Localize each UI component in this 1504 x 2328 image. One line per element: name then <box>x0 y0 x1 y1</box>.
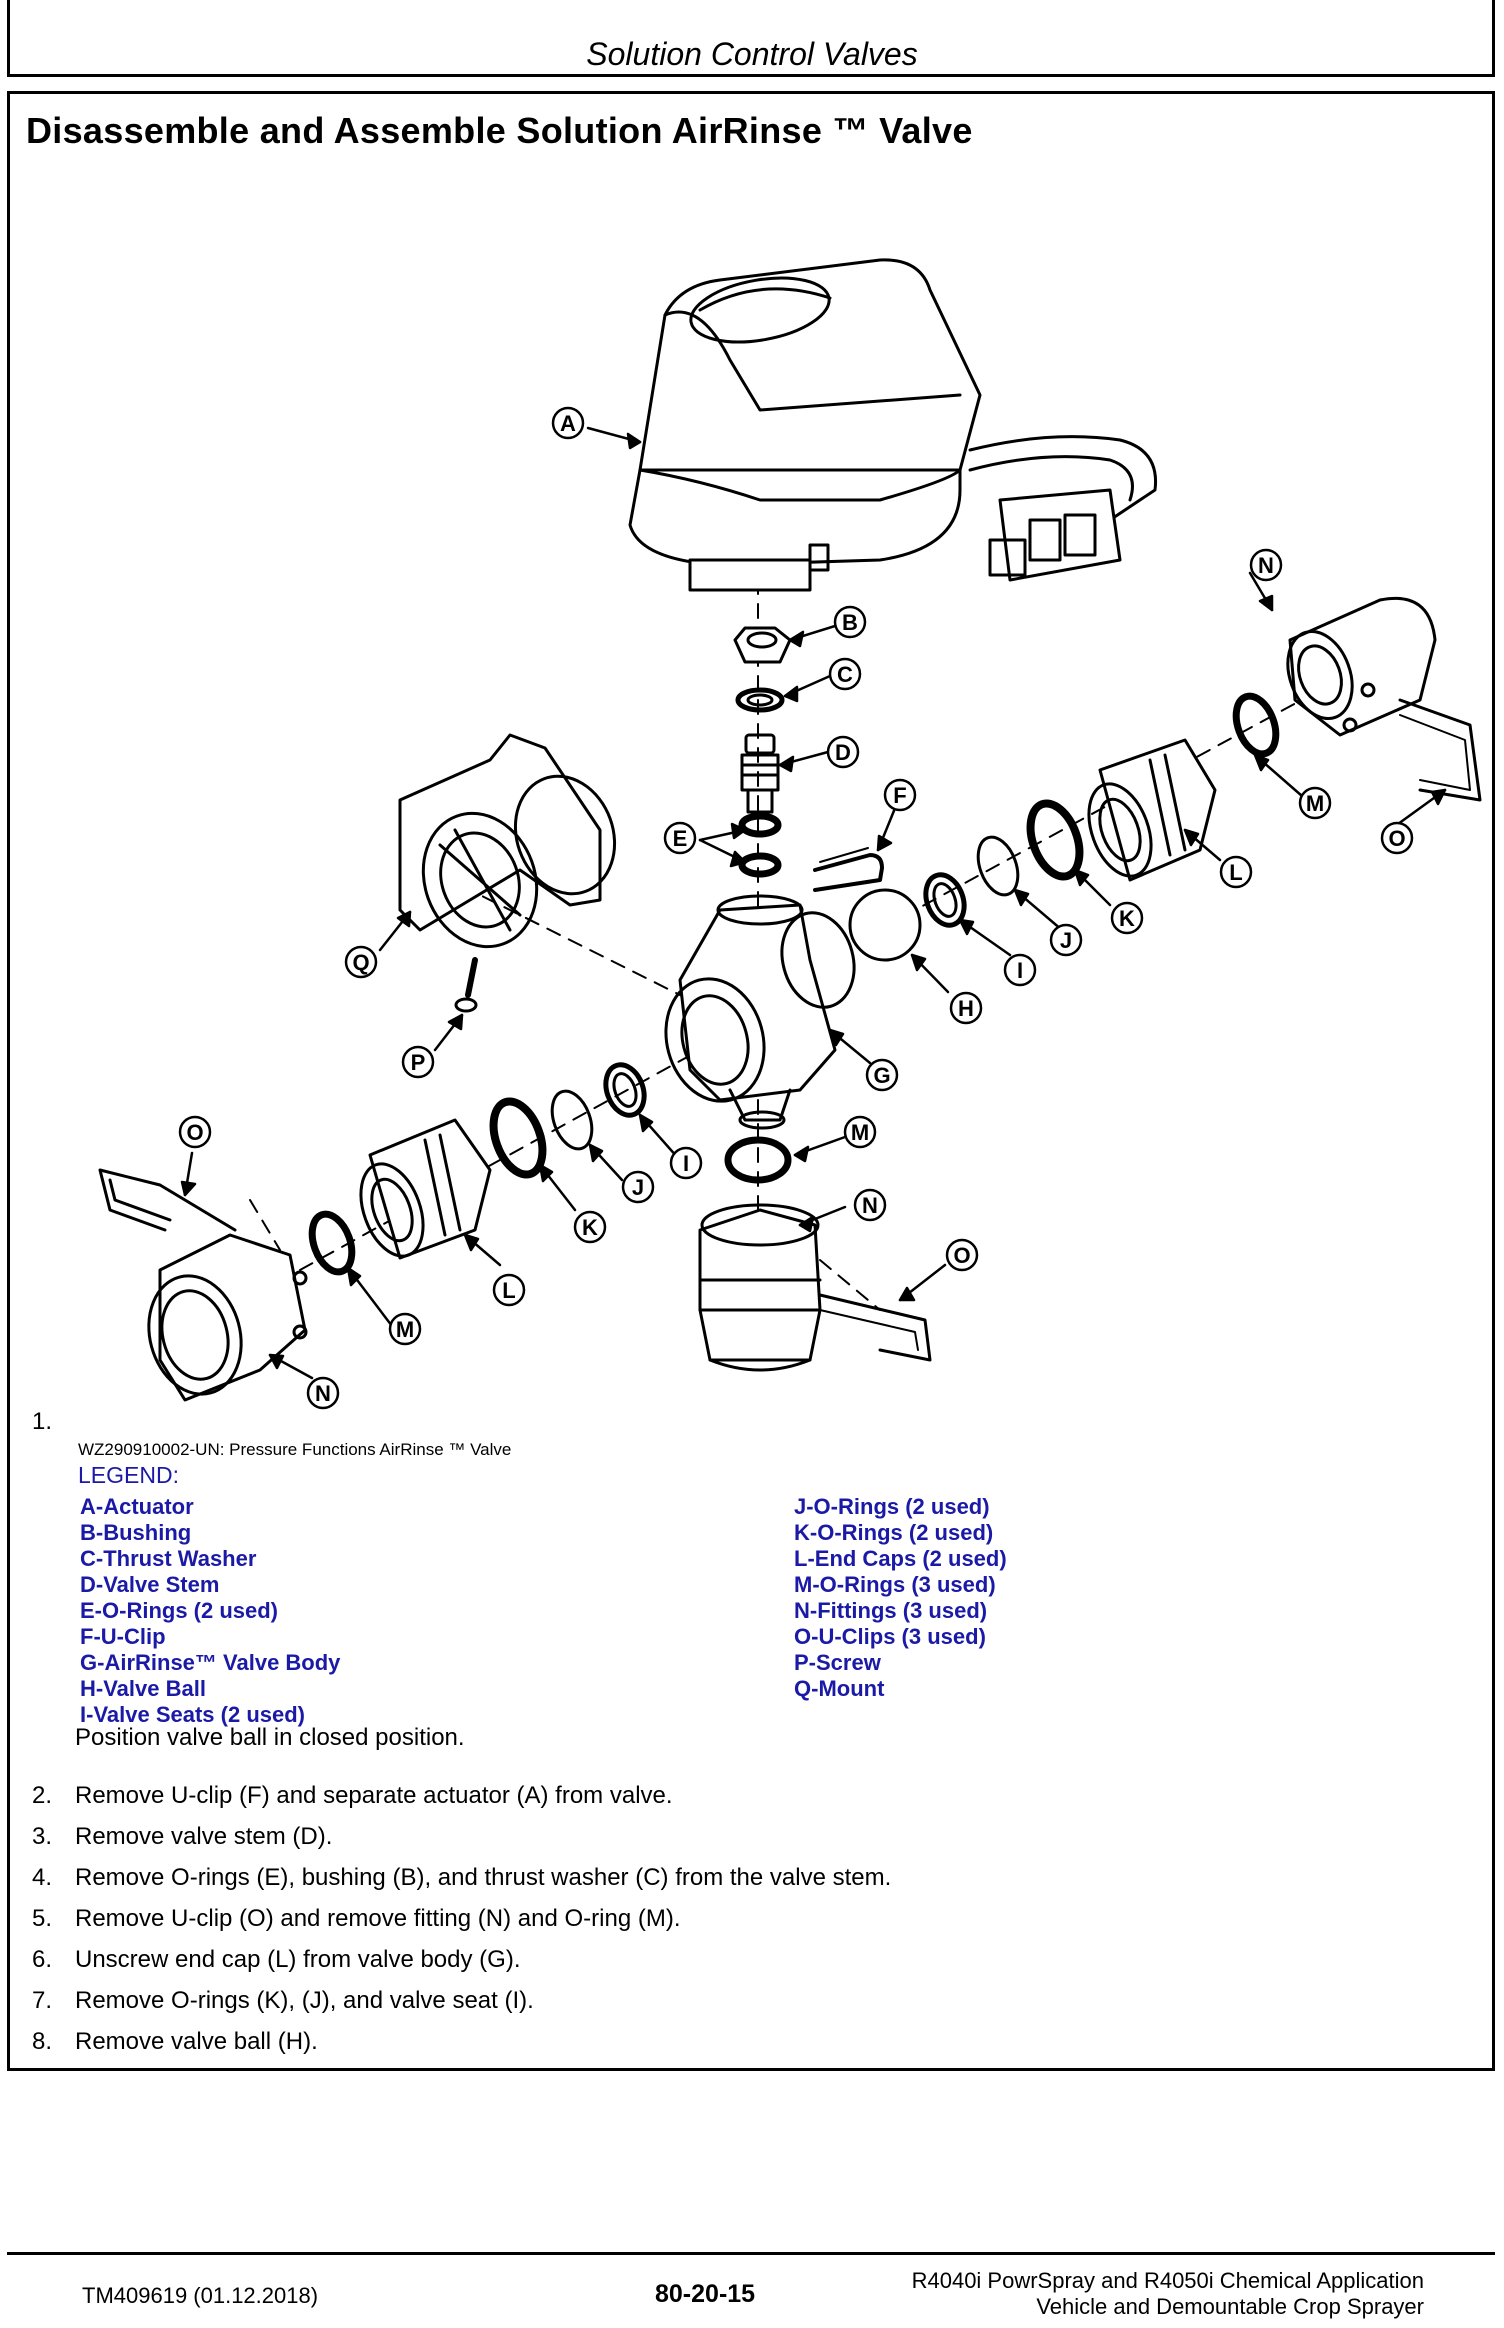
figure-id: WZ290910002-UN: Pressure Functions AirRi… <box>78 1440 512 1459</box>
legend-title: LEGEND: <box>78 1462 179 1488</box>
valve-ball-shape <box>848 888 922 962</box>
callout-l-left: L <box>502 1278 515 1303</box>
callout-g: G <box>873 1063 890 1088</box>
step-6-number: 6. <box>32 1946 53 1973</box>
callout-i-right: I <box>1017 958 1023 983</box>
callout-h: H <box>958 996 974 1021</box>
step-7-text: Remove O-rings (K), (J), and valve seat … <box>75 1987 534 2014</box>
callout-k-right: K <box>1119 906 1135 931</box>
step-2-number: 2. <box>32 1782 53 1809</box>
callout-d: D <box>835 740 851 765</box>
callout-j-left: J <box>632 1175 644 1200</box>
right-seal-shapes <box>923 692 1280 928</box>
footer-title: R4040i PowrSpray and R4050i Chemical App… <box>912 2268 1424 2320</box>
step-3-text: Remove valve stem (D). <box>75 1823 333 1850</box>
callout-n-bottom: N <box>862 1193 878 1218</box>
callout-a: A <box>560 411 576 436</box>
legend-item-m: M-O-Rings (3 used) <box>794 1572 996 1597</box>
valve-body-shape <box>664 894 856 1130</box>
step-4-number: 4. <box>32 1864 53 1891</box>
legend-item-e: E-O-Rings (2 used) <box>80 1598 279 1623</box>
legend-item-d: D-Valve Stem <box>80 1572 220 1597</box>
header-frame <box>7 0 1495 77</box>
footer-doc-id: TM409619 (01.12.2018) <box>82 2283 319 2308</box>
step-1-number: 1. <box>32 1408 53 1435</box>
step-7-number: 7. <box>32 1987 53 2014</box>
end-cap-left-shape <box>359 1118 492 1260</box>
legend-item-i: I-Valve Seats (2 used) <box>80 1702 305 1727</box>
callout-j-right: J <box>1060 928 1072 953</box>
legend-item-a: A-Actuator <box>80 1494 194 1519</box>
actuator-shape <box>628 258 1158 592</box>
step-3-number: 3. <box>32 1823 53 1850</box>
left-seal-shapes <box>308 1062 647 1276</box>
step-2-text: Remove U-clip (F) and separate actuator … <box>75 1782 673 1809</box>
callout-p: P <box>411 1050 426 1075</box>
callout-o-bottom: O <box>953 1243 970 1268</box>
legend-item-g: G-AirRinse™ Valve Body <box>80 1650 341 1675</box>
callout-circles <box>178 406 1414 1410</box>
step-8-text: Remove valve ball (H). <box>75 2028 318 2055</box>
bottom-fitting-shape <box>698 1136 932 1372</box>
callout-l-right: L <box>1229 860 1242 885</box>
callout-o-right: O <box>1388 826 1405 851</box>
callout-b: B <box>842 610 858 635</box>
callout-n-right: N <box>1258 553 1274 578</box>
page-heading: Disassemble and Assemble Solution AirRin… <box>26 110 973 151</box>
callout-o-left: O <box>186 1120 203 1145</box>
legend-item-k: K-O-Rings (2 used) <box>794 1520 994 1545</box>
callout-n-left: N <box>315 1381 331 1406</box>
footer-page-number: 80-20-15 <box>655 2280 756 2308</box>
footer-rule <box>7 2252 1495 2255</box>
callout-m-left: M <box>396 1317 414 1342</box>
u-clip-f-shape <box>813 847 884 892</box>
stem-stack-shapes <box>733 626 792 878</box>
legend-item-h: H-Valve Ball <box>80 1676 206 1701</box>
legend-item-b: B-Bushing <box>80 1520 192 1545</box>
step-8-number: 8. <box>32 2028 53 2055</box>
footer-title-line1: R4040i PowrSpray and R4050i Chemical App… <box>911 2268 1424 2293</box>
callout-m-bottom: M <box>851 1120 869 1145</box>
section-title: Solution Control Valves <box>586 36 918 72</box>
fitting-right-shape <box>1286 596 1482 802</box>
callout-e: E <box>673 826 688 851</box>
content-frame <box>7 91 1495 2071</box>
step-6-text: Unscrew end cap (L) from valve body (G). <box>75 1946 521 1973</box>
legend-item-c: C-Thrust Washer <box>80 1546 257 1571</box>
fitting-left-shape <box>98 1168 308 1402</box>
step-4-text: Remove O-rings (E), bushing (B), and thr… <box>75 1864 892 1891</box>
leader-arrows <box>180 426 1447 1382</box>
callout-k-left: K <box>582 1215 598 1240</box>
callout-q: Q <box>352 950 369 975</box>
exploded-view-diagram: A B C D E F N M O L K J I H G Q P I J K … <box>98 258 1482 1410</box>
screw-shape <box>454 957 478 1013</box>
legend-item-l: L-End Caps (2 used) <box>794 1546 1007 1571</box>
legend-item-p: P-Screw <box>794 1650 881 1675</box>
legend-item-q: Q-Mount <box>794 1676 885 1701</box>
legend-item-f: F-U-Clip <box>80 1624 166 1649</box>
mount-shape <box>398 733 617 949</box>
legend-item-n: N-Fittings (3 used) <box>794 1598 988 1623</box>
legend-item-o: O-U-Clips (3 used) <box>794 1624 986 1649</box>
step-5-number: 5. <box>32 1905 53 1932</box>
footer-title-line2: Vehicle and Demountable Crop Sprayer <box>1036 2294 1424 2319</box>
step-1-text: Position valve ball in closed position. <box>75 1724 465 1751</box>
step-5-text: Remove U-clip (O) and remove fitting (N)… <box>75 1905 681 1932</box>
callout-f: F <box>893 783 906 808</box>
callout-m-right: M <box>1306 791 1324 816</box>
callout-i-left: I <box>683 1151 689 1176</box>
callout-c: C <box>837 662 853 687</box>
end-cap-right-shape <box>1087 738 1217 882</box>
legend-item-j: J-O-Rings (2 used) <box>794 1494 990 1519</box>
